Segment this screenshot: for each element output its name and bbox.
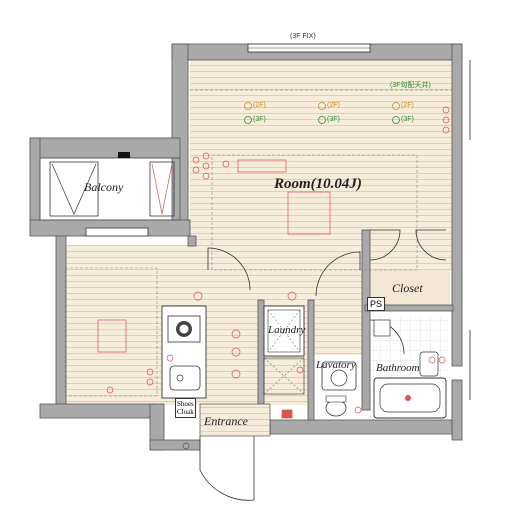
ceiling-3f-label-2: (3F)	[327, 116, 340, 123]
balcony-label: Balcony	[84, 180, 124, 194]
lavatory-label: Lavatory	[316, 359, 356, 371]
room-floor	[65, 60, 452, 435]
ceiling-2f-label-3: (2F)	[401, 102, 414, 109]
shoes-cloak-label: Shoes Cloak	[175, 398, 196, 418]
bathroom-label: Bathroom	[376, 362, 420, 374]
ceiling-3f-label-1: (3F)	[253, 116, 266, 123]
ceiling-3f-label-3: (3F)	[401, 116, 414, 123]
fix-window-label: (3F FIX)	[290, 33, 316, 40]
bathtub	[373, 319, 447, 419]
entrance-floor	[199, 403, 271, 437]
top-window	[247, 43, 371, 53]
closet-label: Closet	[392, 281, 423, 295]
entrance-label: Entrance	[204, 414, 248, 428]
shoes-label: Shoes	[177, 400, 194, 408]
cloak-label: Cloak	[177, 408, 194, 416]
room-label: Room(10.04J)	[274, 176, 362, 192]
laundry-label: Laundry	[268, 324, 306, 336]
ceiling-markers	[244, 102, 400, 124]
sloped-ceiling-label: (3F勾配天井)	[390, 82, 431, 89]
balcony-window	[85, 227, 149, 237]
furniture-outlines	[97, 159, 331, 419]
laundry-area	[263, 305, 305, 395]
ps-label: PS	[367, 297, 386, 311]
balcony-frame	[39, 152, 181, 221]
electrical-symbols	[106, 106, 450, 450]
walls	[29, 43, 463, 451]
room-dashed-outlines	[64, 89, 452, 397]
ceiling-2f-label-2: (2F)	[327, 102, 340, 109]
ceiling-2f-label-1: (2F)	[253, 102, 266, 109]
lavatory-fixtures	[321, 361, 357, 417]
doors	[199, 229, 447, 501]
kitchen	[161, 305, 207, 399]
